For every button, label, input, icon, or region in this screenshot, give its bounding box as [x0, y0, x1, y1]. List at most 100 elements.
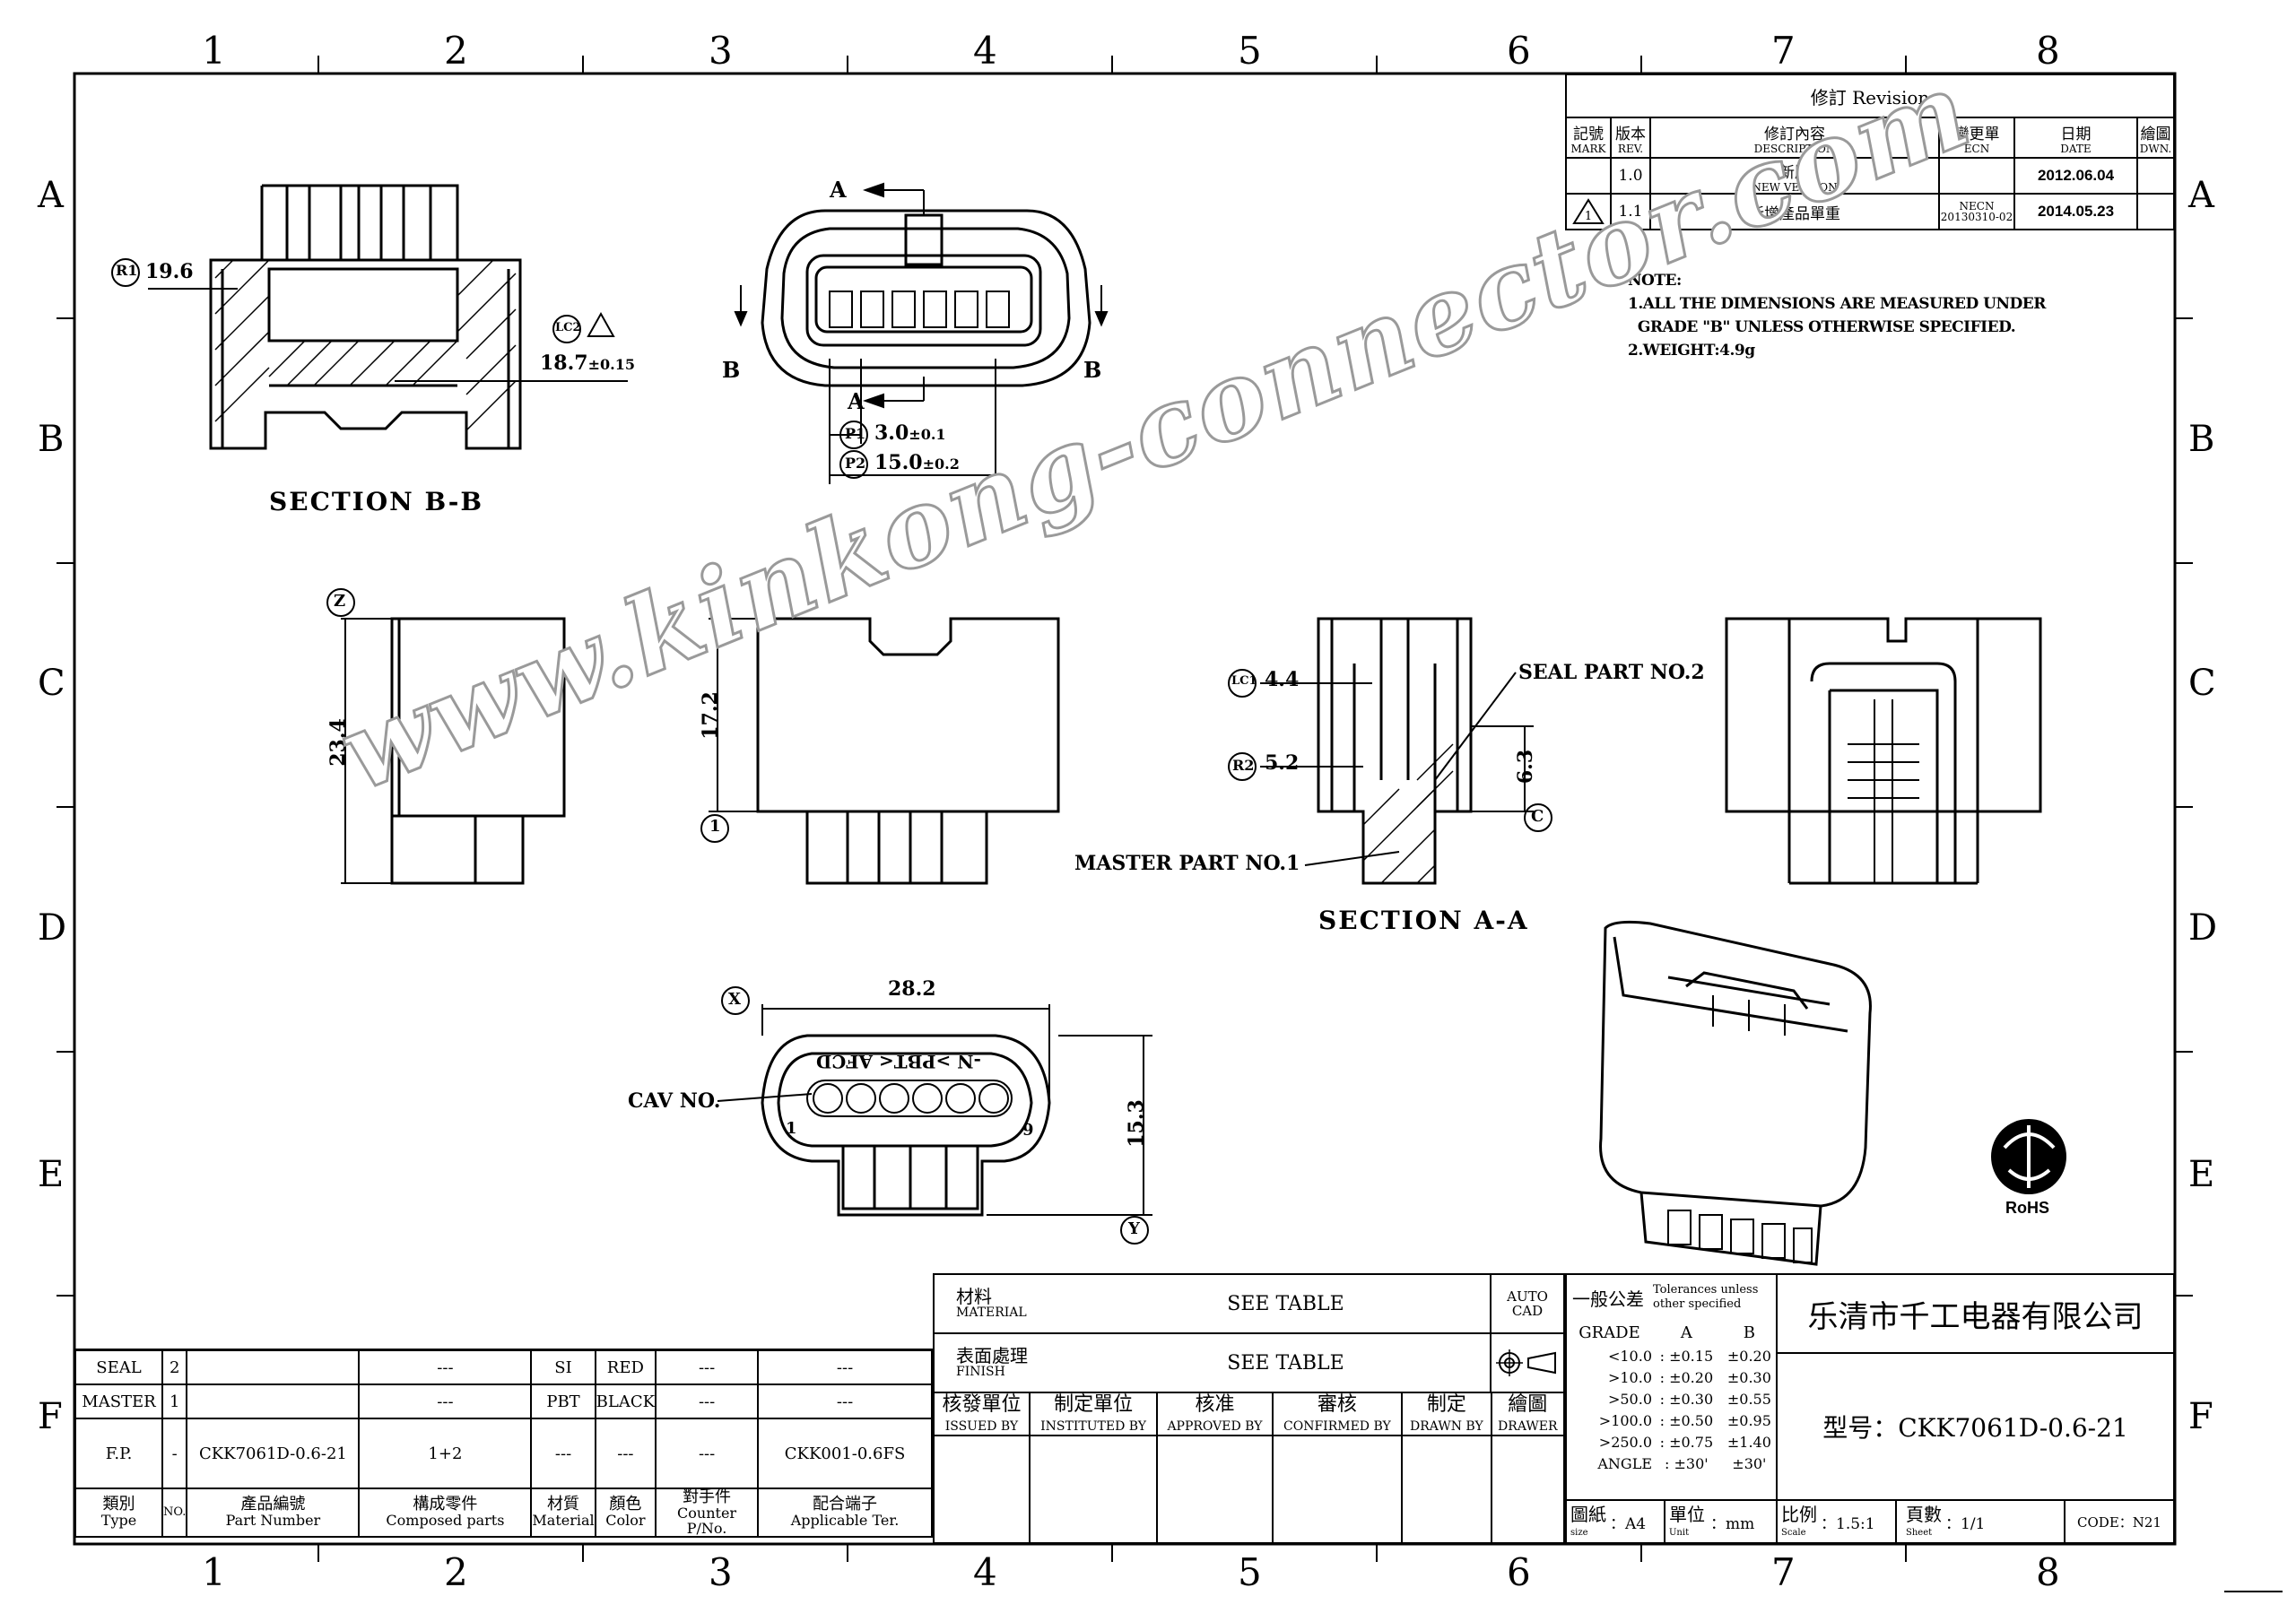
bom-seal-composed: --- — [358, 1349, 533, 1385]
row-letter-f: F — [38, 1396, 63, 1437]
r2-tag: R2 — [1232, 757, 1255, 774]
issued-by-sign — [933, 1435, 1031, 1544]
cavity-view — [761, 1034, 1051, 1217]
column-number-8: 8 — [2036, 29, 2060, 73]
row-letter-e: E — [38, 1154, 65, 1195]
tol-row-3-a: : ±0.30 — [1659, 1390, 1714, 1408]
row-letter-right-c: C — [2188, 663, 2216, 704]
section-bb-label: SECTION B-B — [269, 487, 483, 516]
model-box: 型号：CKK7061D-0.6-21 — [1776, 1352, 2175, 1501]
column-number-5: 5 — [1238, 29, 1262, 73]
bom-fp-counter: --- — [655, 1418, 760, 1489]
company-name: 乐清市千工电器有限公司 — [1807, 1298, 2144, 1335]
lc1-tag: LC1 — [1231, 674, 1257, 688]
tolerance-title-zh: 一般公差 — [1572, 1288, 1644, 1310]
rohs-logo — [1991, 1119, 2066, 1194]
z-tag: Z — [334, 592, 346, 611]
r1-dimension: 19.6 — [145, 260, 194, 283]
tol-header-a: A — [1680, 1323, 1692, 1342]
cav-marking: -N >PBT< AFCD — [816, 1051, 981, 1072]
column-number-bottom-5: 5 — [1238, 1550, 1262, 1594]
bom-fp-no: - — [161, 1418, 188, 1489]
material-label-zh: 材料 — [956, 1286, 992, 1308]
section-aa-view — [1317, 617, 1473, 885]
code-cell: CODE：N21 — [2064, 1499, 2175, 1544]
notes-line-1: 1.ALL THE DIMENSIONS ARE MEASURED UNDER — [1628, 295, 2046, 313]
drawn-by-sign — [1401, 1435, 1492, 1544]
unit-value: ：mm — [1710, 1514, 1755, 1533]
cut-a-top: A — [830, 177, 847, 203]
bom-master-type: MASTER — [74, 1383, 163, 1419]
bom-seal-counter: --- — [655, 1349, 760, 1385]
section-aa-label: SECTION A-A — [1318, 906, 1529, 935]
master-part-label: MASTER PART NO.1 — [1074, 852, 1300, 875]
column-number-bottom-2: 2 — [444, 1550, 468, 1594]
tol-header-b: B — [1743, 1323, 1755, 1342]
cut-a-bottom: A — [848, 388, 865, 414]
confirmed-by-sign — [1271, 1435, 1404, 1544]
tol-row-6-range: ANGLE — [1597, 1454, 1652, 1472]
rev-row2-mark-text: 1 — [1584, 210, 1593, 223]
column-number-bottom-1: 1 — [202, 1550, 226, 1594]
tol-row-5-b: ±1.40 — [1726, 1433, 1771, 1451]
datum-c-tag: C — [1531, 807, 1544, 826]
tol-row-2-range: >10.0 — [1607, 1368, 1652, 1386]
dim-18-7: 18.7±0.15 — [540, 351, 635, 375]
top-view — [756, 617, 1060, 885]
scale-label-en: Scale — [1781, 1528, 1806, 1538]
rev-row1-ecn — [1938, 157, 2015, 195]
dim-p1: 3.0±0.1 — [874, 421, 946, 445]
row-letter-right-d: D — [2188, 907, 2218, 949]
size-label-en: size — [1570, 1528, 1588, 1538]
column-number-4: 4 — [973, 29, 997, 73]
scale-label-zh: 比例 — [1781, 1504, 1817, 1525]
notes-title: NOTE: — [1628, 272, 1682, 290]
r1-tag: R1 — [116, 262, 138, 279]
projection-symbol — [1490, 1334, 1563, 1392]
tol-row-1-b: ±0.20 — [1726, 1347, 1771, 1365]
front-view — [761, 209, 1091, 387]
bom-fp-material: --- — [530, 1418, 596, 1489]
bom-header-no: NO. — [161, 1487, 188, 1539]
unit-label-en: Unit — [1669, 1528, 1690, 1538]
material-value: SEE TABLE — [1227, 1292, 1344, 1315]
code-value: CODE：N21 — [2077, 1514, 2161, 1531]
rear-view — [1725, 617, 2042, 885]
tol-row-6-a: : ±30' — [1665, 1454, 1709, 1472]
tol-header-grade: GRADE — [1578, 1323, 1640, 1342]
bom-fp-color: --- — [594, 1418, 657, 1489]
row-letter-b: B — [38, 419, 65, 460]
dim-6-3: 6.3 — [1514, 749, 1538, 785]
dim-17-2: 17.2 — [698, 691, 722, 740]
row-letter-right-b: B — [2188, 419, 2215, 460]
bom-master-counter: --- — [655, 1383, 760, 1419]
column-number-bottom-4: 4 — [973, 1550, 997, 1594]
sheet-label-en: Sheet — [1906, 1528, 1933, 1538]
rev-row2-rev: 1.1 — [1610, 193, 1651, 230]
bom-master-no: 1 — [161, 1383, 188, 1419]
isometric-view — [1599, 920, 1872, 1266]
notes-block: NOTE: 1.ALL THE DIMENSIONS ARE MEASURED … — [1628, 269, 2046, 362]
size-value: ：A4 — [1610, 1514, 1647, 1533]
dim-15-3: 15.3 — [1124, 1099, 1148, 1148]
tol-row-6-b: ±30' — [1732, 1454, 1767, 1472]
row-letter-c: C — [38, 663, 65, 704]
sheet-value: ：1/1 — [1945, 1514, 1986, 1533]
column-number-6: 6 — [1507, 29, 1531, 73]
column-number-bottom-7: 7 — [1771, 1550, 1796, 1594]
tol-row-4-range: >100.0 — [1598, 1411, 1652, 1429]
model-number: 型号：CKK7061D-0.6-21 — [1822, 1413, 2128, 1443]
dim-28-2: 28.2 — [888, 977, 936, 1001]
tol-row-3-range: >50.0 — [1607, 1390, 1652, 1408]
